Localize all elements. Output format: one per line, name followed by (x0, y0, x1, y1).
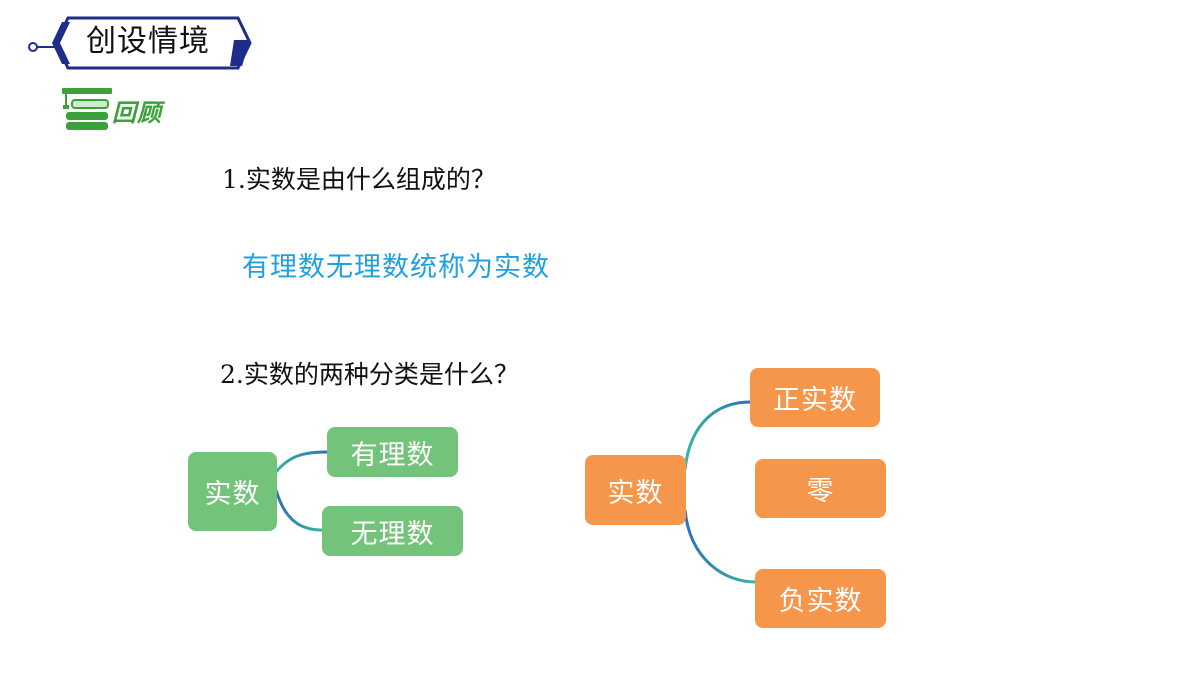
connector-right-top (683, 400, 751, 471)
connector-right-bottom (683, 509, 756, 584)
right-root-node: 实数 (585, 455, 686, 525)
connector-left-bottom (274, 489, 323, 532)
right-child-negative: 负实数 (755, 569, 886, 628)
question-1-answer: 有理数无理数统称为实数 (242, 252, 550, 283)
header-badge-icon (28, 16, 252, 70)
section-header: 创设情境 (0, 0, 260, 80)
review-label: 回顾 (112, 99, 162, 127)
question-1: 1.实数是由什么组成的？ (222, 165, 496, 194)
question-2: 2.实数的两种分类是什么？ (220, 360, 519, 389)
graduation-cap-books-icon (62, 88, 112, 130)
right-child-zero: 零 (755, 459, 886, 518)
page-title: 创设情境 (86, 24, 210, 59)
left-root-node: 实数 (188, 452, 277, 531)
left-child-rational: 有理数 (327, 427, 458, 477)
right-child-positive: 正实数 (750, 368, 880, 427)
connector-left-top (274, 450, 328, 473)
review-logo: 回顾 (60, 86, 190, 134)
left-child-irrational: 无理数 (322, 506, 463, 556)
